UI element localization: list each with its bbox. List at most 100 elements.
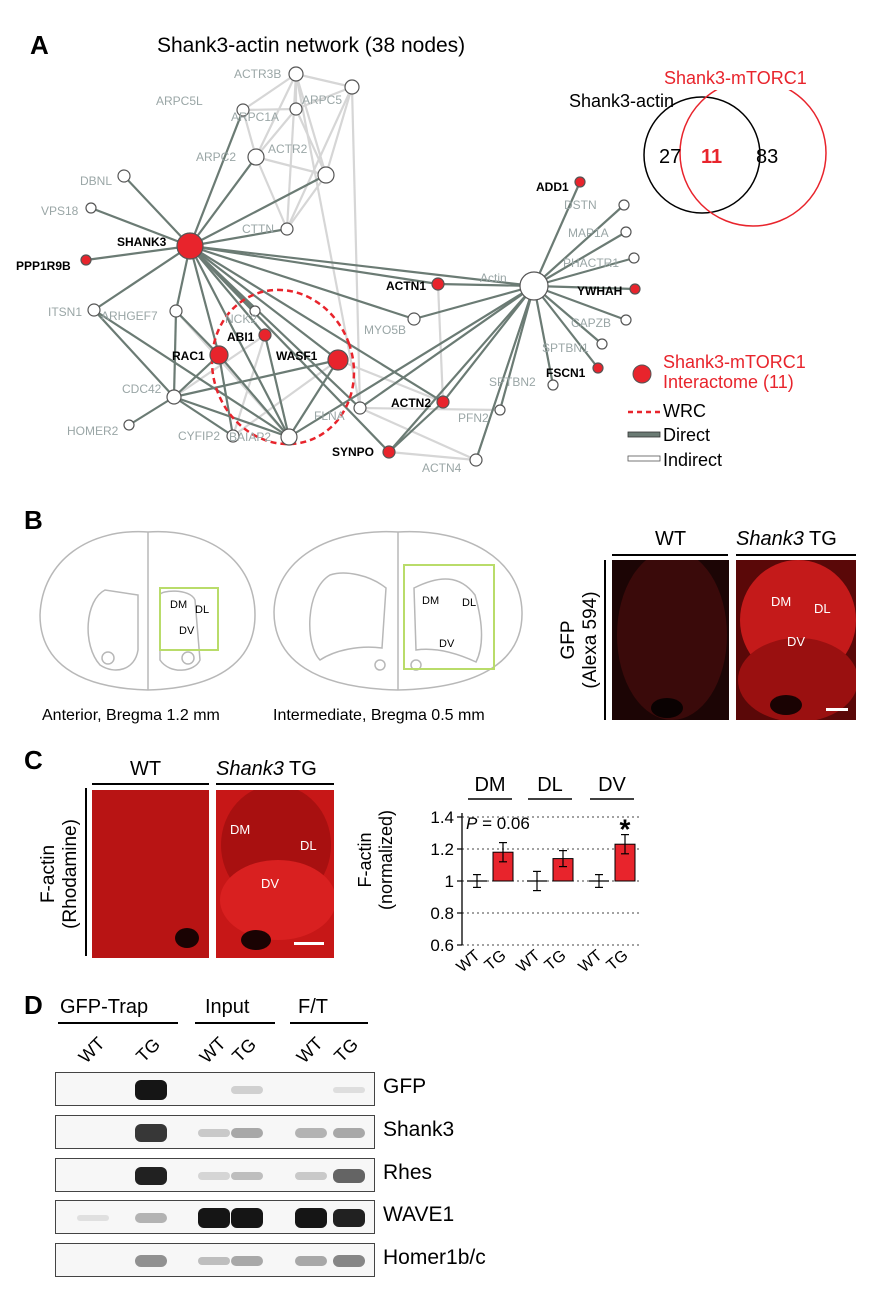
node-phactr1	[628, 252, 640, 264]
node-label-arpc2: ARPC2	[196, 150, 236, 164]
c-tg-underline	[216, 783, 334, 785]
legend-symbols	[627, 364, 661, 462]
lane-label-0: WT	[74, 1033, 109, 1068]
band-lane-1	[135, 1080, 167, 1100]
indirect-edge-ACTR3B-ARPC5L	[242, 73, 297, 111]
intermediate-section	[273, 530, 523, 691]
node-label-actn2: ACTN2	[391, 396, 431, 410]
b-wt-micrograph	[612, 560, 729, 720]
indirect-edge-ARPC1A-ACTR2	[294, 108, 328, 176]
band-lane-2	[198, 1128, 230, 1138]
b-tg-dl: DL	[814, 601, 831, 616]
b-left-bar	[604, 560, 606, 720]
anterior-dm-label: DM	[170, 599, 188, 611]
node-cdc42	[166, 389, 182, 405]
y-tick-label-1.2: 1.2	[430, 840, 454, 859]
blot-label-homer1b-c: Homer1b/c	[383, 1246, 486, 1269]
intermediate-dv-label: DV	[439, 638, 455, 650]
node-label-arhgef7: ARHGEF7	[101, 309, 158, 323]
chart-bars	[467, 833, 636, 892]
node-actn1	[431, 277, 445, 291]
chart-ylabel-line1: F-actin	[355, 832, 375, 888]
venn-shank3-actin-circle	[643, 96, 761, 214]
anterior-region-box	[159, 587, 219, 651]
node-nck2	[249, 305, 261, 317]
band-lane-2	[198, 1172, 230, 1180]
indirect-edge-ACTR3B-ARPC2	[255, 73, 297, 158]
venn-diagram	[643, 90, 827, 227]
indirect-edge-ACTR3B-CTTN	[285, 73, 298, 230]
band-lane-3	[231, 1086, 263, 1094]
node-pfn2	[494, 404, 506, 416]
node-actr2	[317, 166, 335, 184]
direct-edge-Actin-PHACTR1	[533, 256, 635, 288]
b-tg-suffix: TG	[803, 528, 837, 550]
anterior-section	[39, 530, 256, 691]
node-actr3b	[288, 66, 304, 82]
band-lane-5	[333, 1127, 365, 1139]
chart-grid	[462, 816, 640, 946]
direct-edge-SHANK3-ACTN1	[189, 244, 439, 286]
direct-edge-SHANK3-MYO5B	[189, 244, 415, 321]
b-tg-gene: Shank3	[736, 528, 804, 550]
indirect-edge-CYFIP2-ABI1	[231, 334, 267, 437]
legend-indirect-line	[627, 455, 661, 462]
indirect-edge-ACTN2-WASF1	[337, 358, 444, 404]
node-label-abi1: ABI1	[227, 330, 255, 344]
b-wt-underline	[612, 554, 728, 556]
node-label-cttn: CTTN	[242, 222, 274, 236]
y-tick-label-1: 1	[445, 872, 454, 891]
node-sptbn1	[596, 338, 608, 350]
panel-letter-a: A	[30, 30, 49, 60]
indirect-edge-ARPC5-CTTN	[285, 86, 354, 230]
node-abi1	[258, 328, 272, 342]
direct-edge-Actin-ACTN2	[442, 285, 535, 403]
direct-edge-Actin-ACTN4	[474, 285, 536, 461]
direct-edge-Actin-DSTN	[533, 204, 625, 287]
intermediate-dl-label: DL	[462, 597, 477, 609]
node-label-flna: FLNA	[314, 409, 345, 423]
node-myo5b	[407, 312, 421, 326]
band-lane-2	[198, 1208, 230, 1228]
indirect-edge-ACTN4-SYNPO	[388, 450, 477, 462]
node-shank3	[176, 232, 204, 260]
c-wt-label: WT	[130, 758, 162, 780]
y-tick-label-1.4: 1.4	[430, 808, 454, 827]
c-ylabel: F-actin (Rhodamine)	[38, 788, 82, 960]
direct-edge-WASF1-BAIAP2	[288, 359, 339, 438]
band-lane-4	[295, 1208, 327, 1228]
indirect-edge-ARPC5L-ARPC1A	[242, 107, 297, 112]
node-label-ywhah: YWHAH	[577, 284, 622, 298]
indirect-edge-ARPC5-ACTR2	[324, 86, 354, 176]
panel-letter-d: D	[24, 990, 43, 1020]
band-lane-3	[231, 1171, 263, 1181]
node-fscn1	[592, 362, 604, 374]
d-gfp-underline	[58, 1022, 178, 1024]
blot-rhes	[55, 1158, 375, 1192]
node-synpo	[382, 445, 396, 459]
b-tg-micrograph	[736, 560, 856, 720]
node-ppp1r9b	[80, 254, 92, 266]
x-label-dm-wt: WT	[454, 947, 484, 975]
c-tg-suffix: TG	[283, 758, 317, 780]
b-tg-label: Shank3 TG	[736, 528, 837, 551]
band-lane-1	[135, 1124, 167, 1142]
indirect-edge-ARPC2-CTTN	[254, 156, 289, 230]
node-capzb	[620, 314, 632, 326]
c-wt-micrograph	[92, 790, 209, 958]
b-tg-underline	[736, 554, 856, 556]
direct-edge-Actin-SPTBN1	[533, 285, 603, 345]
node-arhgef7	[169, 304, 183, 318]
c-ylabel-line1: F-actin	[38, 844, 59, 904]
direct-edge-SHANK3-ARPC5L	[188, 109, 245, 247]
indirect-edge-ARPC1A-ARPC2	[255, 108, 297, 158]
node-label-actn1: ACTN1	[386, 279, 426, 293]
legend-indirect-label: Indirect	[663, 450, 723, 470]
x-label-dm-tg: TG	[482, 947, 510, 974]
b-ylabel-line1: GFP	[558, 620, 579, 660]
legend-wrc-label: WRC	[663, 401, 706, 421]
node-dbnl	[117, 169, 131, 183]
node-arpc5	[344, 79, 360, 95]
band-lane-1	[135, 1166, 167, 1186]
